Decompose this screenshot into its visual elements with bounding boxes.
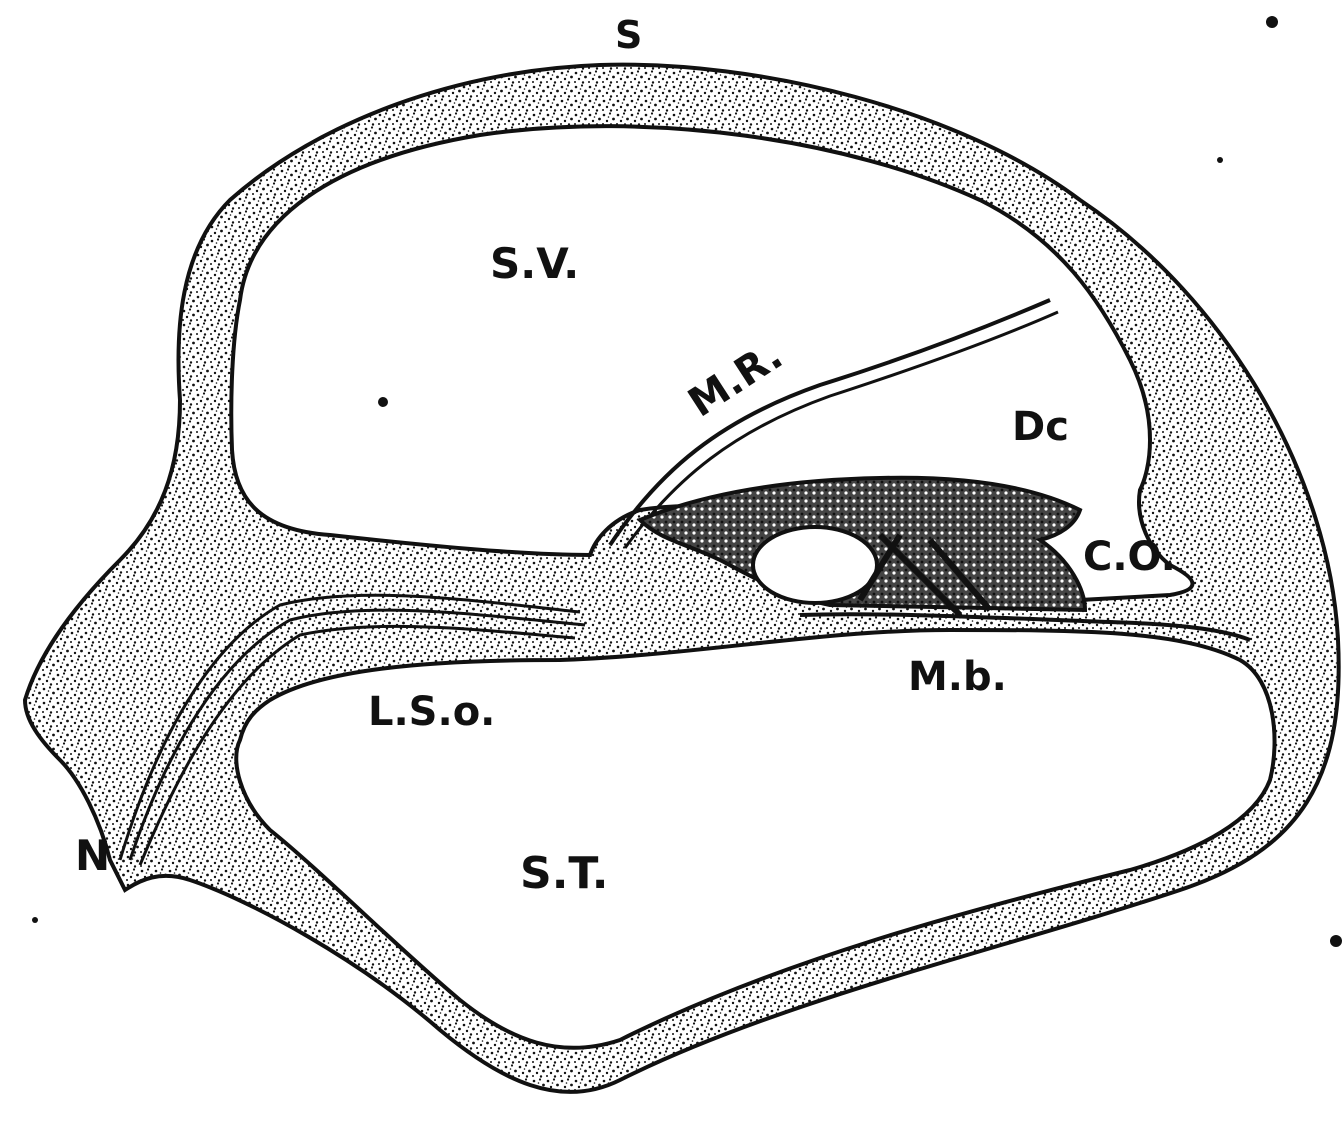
label-duct: Dc: [1012, 404, 1069, 450]
label-membrana-basilaris: M.b.: [908, 654, 1007, 700]
label-lamina-spiralis: L.S.o.: [368, 689, 495, 735]
label-scala-vestibuli: S.V.: [490, 239, 579, 288]
tunnel-of-corti: [753, 527, 877, 603]
label-top-mark: S: [615, 13, 642, 57]
label-scala-tympani: S.T.: [520, 848, 608, 899]
label-nerve: N: [75, 831, 110, 880]
label-organ-corti: C.O.: [1083, 534, 1176, 580]
